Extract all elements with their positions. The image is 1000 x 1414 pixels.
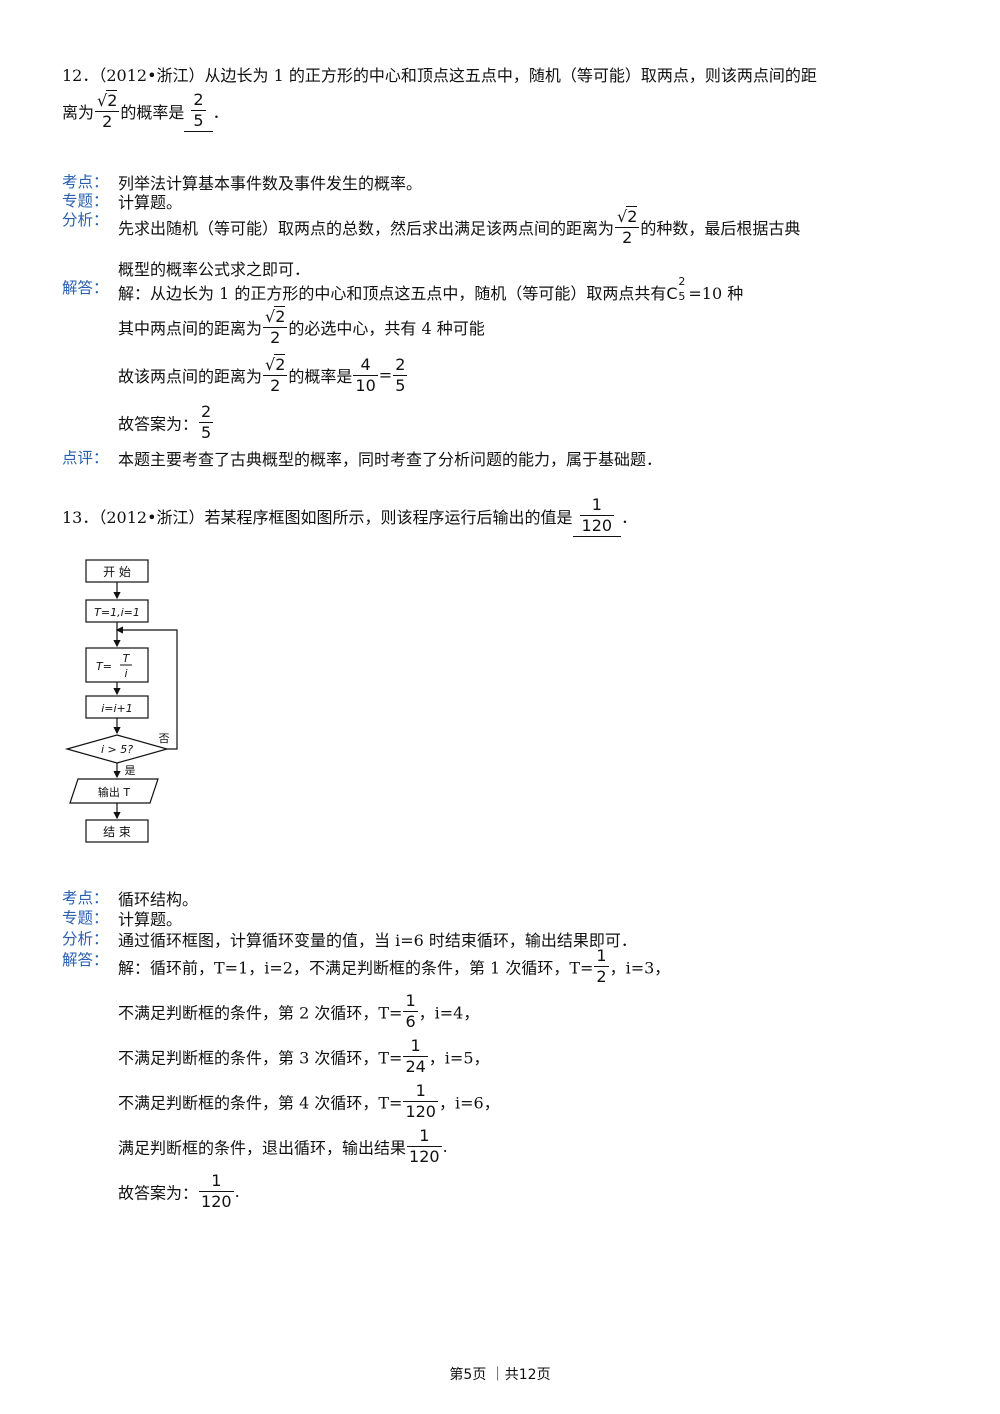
flow-assign-lhs: T= [96, 660, 112, 673]
flow-output-label: 输出 T [98, 785, 130, 799]
q12-label-dianping: 点评： [62, 449, 109, 467]
flow-end-box [85, 819, 149, 843]
q13-kaodian: 循环结构。 [118, 890, 199, 909]
flow-no-label: 否 [159, 732, 170, 745]
q12-label-kaodian: 考点： [62, 173, 109, 191]
q12-dianping: 本题主要考查了古典概型的概率，同时考查了分析问题的能力，属于基础题． [118, 450, 663, 469]
q13-zhuanti: 计算题。 [118, 910, 183, 929]
q12-label-fenxi: 分析： [62, 211, 109, 229]
flow-yes-label: 是 [125, 764, 136, 777]
flow-init-label: T=1,i=1 [94, 606, 140, 619]
q13-label-zhuanti: 专题： [62, 909, 109, 927]
flow-end-label: 结 束 [103, 825, 131, 839]
q12-stem-line1: 12．（2012•浙江）从边长为 1 的正方形的中心和顶点这五点中，随机（等可能… [62, 66, 817, 85]
flow-start-label: 开 始 [103, 565, 131, 579]
flow-decision-label: i > 5? [101, 743, 133, 756]
flow-assign-num: T [123, 652, 131, 665]
q13-label-jieda: 解答： [62, 951, 109, 969]
q12-kaodian: 列举法计算基本事件数及事件发生的概率。 [118, 174, 423, 193]
q13-label-fenxi: 分析： [62, 930, 109, 948]
q12-label-jieda: 解答： [62, 279, 109, 297]
flow-incr-label: i=i+1 [101, 702, 133, 715]
flow-output-parallelogram [69, 778, 159, 804]
q13-label-kaodian: 考点： [62, 889, 109, 907]
flow-assign-den: i [124, 667, 127, 680]
page-footer: 第5页 ｜共12页 [449, 1367, 551, 1383]
q12-fenxi-line2: 概型的概率公式求之即可． [118, 260, 311, 279]
q13-fenxi: 通过循环框图，计算循环变量的值，当 i=6 时结束循环，输出结果即可． [118, 931, 637, 950]
q12-zhuanti: 计算题。 [118, 193, 183, 212]
program-flowchart: 开 始 T=1,i=1 T= T i i=i+1 i > 5? 否 是 输出 T… [64, 559, 178, 843]
q12-label-zhuanti: 专题： [62, 192, 109, 210]
